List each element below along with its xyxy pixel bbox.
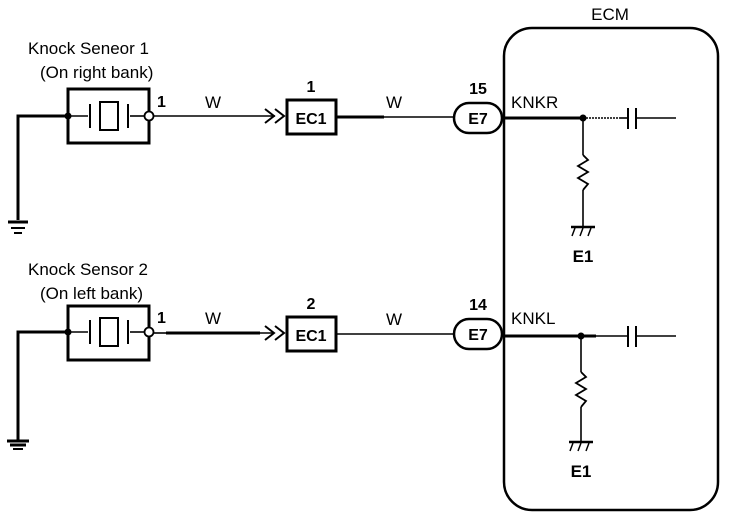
junction-dot-icon <box>64 112 72 120</box>
connector-arrow-icon <box>255 325 286 341</box>
sensor-2-body <box>64 304 155 362</box>
chassis-ground-icon <box>571 225 595 237</box>
junction-connector-1-label: EC1 <box>295 111 326 128</box>
circuit-knock-sensor-2: Knock Sensor 2 (On left bank) 1 W <box>7 260 676 481</box>
resistor-icon <box>574 371 588 408</box>
ecm-connector-2-pin: 14 <box>469 297 487 314</box>
connector-arrow-icon <box>264 108 286 124</box>
ecm-ground-e1-2: E1 <box>571 462 592 481</box>
ecm-connector-1-label: E7 <box>468 111 488 128</box>
sensor-1-wire-color-b: W <box>386 93 402 112</box>
sensor-1-name: Knock Seneor 1 <box>28 39 149 58</box>
capacitor-icon <box>627 326 676 347</box>
ecm-terminal-knkr: KNKR <box>511 93 558 112</box>
sensor-1-ground-wire <box>16 114 68 220</box>
ecm-connector-1-oval <box>452 101 504 135</box>
chassis-ground-icon <box>569 440 593 452</box>
ecm-ground-e1-1: E1 <box>573 247 594 266</box>
ecm-terminal-knkl: KNKL <box>511 309 555 328</box>
ecm-connector-1-pin: 15 <box>469 81 487 98</box>
junction-connector-1-pin: 1 <box>307 79 316 96</box>
ecm-title: ECM <box>591 5 629 24</box>
sensor-2-wire-color-b: W <box>386 310 402 329</box>
sensor-1-body <box>64 87 155 145</box>
ground-icon <box>7 439 29 450</box>
ecm-connector-2-oval <box>452 317 504 351</box>
sensor-2-wire-color-a: W <box>205 309 221 328</box>
terminal-pin-icon <box>143 110 155 122</box>
terminal-pin-icon <box>143 326 155 338</box>
sensor-2-name: Knock Sensor 2 <box>28 260 148 279</box>
ecm-enclosure <box>502 26 720 512</box>
ecm-connector-2-label: E7 <box>468 327 488 344</box>
ground-icon <box>8 220 28 234</box>
sensor-1-location: (On right bank) <box>40 63 153 82</box>
sensor-2-location: (On left bank) <box>40 284 143 303</box>
junction-connector-2-pin: 2 <box>307 296 316 313</box>
sensor-1-pin: 1 <box>157 94 166 111</box>
junction-connector-2-label: EC1 <box>295 328 326 345</box>
sensor-2-pin: 1 <box>157 310 166 327</box>
junction-dot-icon <box>64 328 72 336</box>
sensor-1-wire-color-a: W <box>205 93 221 112</box>
circuit-knock-sensor-1: Knock Seneor 1 (On right bank) 1 W <box>8 39 676 266</box>
sensor-2-ground-wire <box>16 330 68 440</box>
capacitor-icon <box>620 108 676 129</box>
resistor-icon <box>576 154 590 191</box>
